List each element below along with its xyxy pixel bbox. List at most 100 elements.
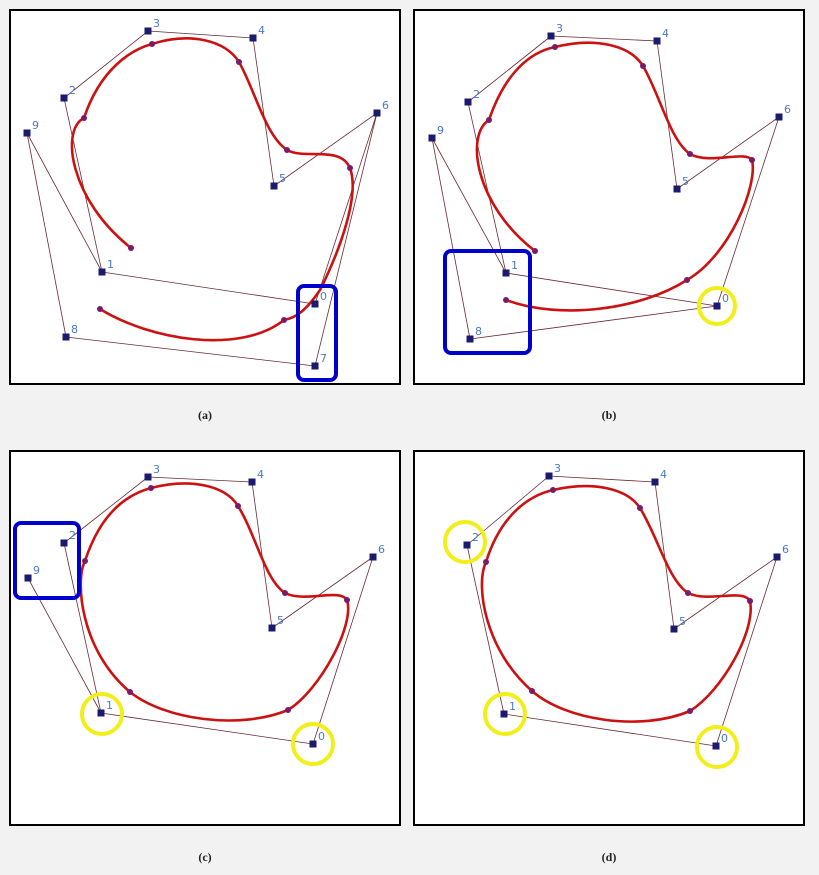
control-point-label: 1	[106, 699, 113, 712]
control-point-label: 1	[511, 259, 518, 272]
spline-curve	[98, 307, 286, 342]
control-point-label: 0	[722, 292, 729, 305]
control-polygon-edge	[271, 556, 374, 629]
control-polygon-edge	[431, 137, 471, 340]
control-point-label: 2	[69, 529, 76, 542]
curve-knot-point	[97, 306, 103, 312]
control-point-label: 0	[320, 290, 327, 303]
control-point	[248, 478, 256, 486]
control-polygon-edge	[656, 40, 678, 190]
control-point	[713, 302, 721, 310]
control-point-label: 8	[71, 323, 78, 336]
curve-knot-point	[82, 558, 88, 564]
control-polygon-edge	[314, 112, 378, 305]
control-point-label: 5	[682, 175, 689, 188]
control-point-label: 4	[258, 24, 265, 37]
control-point-label: 9	[437, 124, 444, 137]
control-polygon-edge	[26, 132, 103, 273]
control-polygon-edge	[466, 544, 505, 715]
curve-knot-point	[687, 708, 693, 714]
highlight-circle	[695, 725, 739, 769]
control-point	[311, 300, 319, 308]
control-point	[60, 94, 68, 102]
panel-c-caption: (c)	[198, 850, 212, 864]
control-polygon-edge	[63, 30, 149, 99]
curve-knot-point	[685, 590, 691, 596]
control-point	[712, 742, 720, 750]
control-point-label: 9	[33, 564, 40, 577]
spline-curve	[79, 482, 350, 722]
curve-knot-point	[529, 688, 535, 694]
control-point-label: 9	[32, 119, 39, 132]
curve-knot-point	[532, 248, 538, 254]
control-point	[98, 268, 106, 276]
control-point	[23, 129, 31, 137]
control-point	[463, 541, 471, 549]
control-polygon-edge	[654, 481, 675, 630]
control-point	[249, 34, 257, 42]
curve-knot-point	[687, 151, 693, 157]
highlight-circle	[291, 722, 335, 766]
curve-knot-point	[749, 157, 755, 163]
control-polygon-edge	[63, 97, 103, 273]
curve-knot-point	[747, 598, 753, 604]
spline-curve	[70, 37, 354, 322]
control-polygon-edge	[26, 132, 67, 338]
control-point	[673, 185, 681, 193]
control-point-label: 3	[153, 463, 160, 476]
control-point-label: 8	[475, 325, 482, 338]
control-point	[268, 624, 276, 632]
control-point	[775, 113, 783, 121]
highlight-circle	[443, 520, 487, 564]
control-point-label: 4	[662, 27, 669, 40]
control-polygon-edge	[65, 336, 316, 367]
control-polygon-edge	[716, 116, 780, 307]
control-polygon-edge	[715, 556, 778, 747]
control-polygon-edge	[548, 475, 656, 483]
control-point	[144, 27, 152, 35]
curve-knot-point	[552, 44, 558, 50]
control-point-label: 4	[660, 468, 667, 481]
control-polygon-edge	[252, 37, 275, 187]
control-polygon-edge	[63, 476, 149, 544]
control-point	[670, 625, 678, 633]
control-point-label: 5	[679, 615, 686, 628]
curve-knot-point	[235, 503, 241, 509]
control-point	[500, 710, 508, 718]
control-polygon-edge	[63, 542, 102, 714]
control-point-label: 5	[279, 172, 286, 185]
control-polygon-edge	[503, 713, 717, 747]
control-polygon-edge	[147, 30, 254, 39]
highlight-circle	[697, 286, 737, 326]
control-point-label: 3	[554, 462, 561, 475]
curve-knot-point	[236, 59, 242, 65]
highlight-box	[443, 249, 532, 355]
control-point-label: 5	[277, 614, 284, 627]
highlight-box	[13, 521, 81, 600]
control-polygon-edge	[505, 272, 718, 307]
control-point	[97, 709, 105, 717]
curve-knot-point	[127, 689, 133, 695]
control-point	[651, 478, 659, 486]
curve-knot-point	[281, 317, 287, 323]
control-point-label: 2	[472, 531, 479, 544]
control-point-label: 3	[556, 22, 563, 35]
control-polygon-edge	[27, 577, 102, 714]
control-polygon-edge	[273, 112, 378, 187]
control-point-label: 6	[378, 543, 385, 556]
control-point	[60, 539, 68, 547]
curve-knot-point	[503, 297, 509, 303]
highlight-circle	[483, 692, 527, 736]
control-point	[773, 553, 781, 561]
